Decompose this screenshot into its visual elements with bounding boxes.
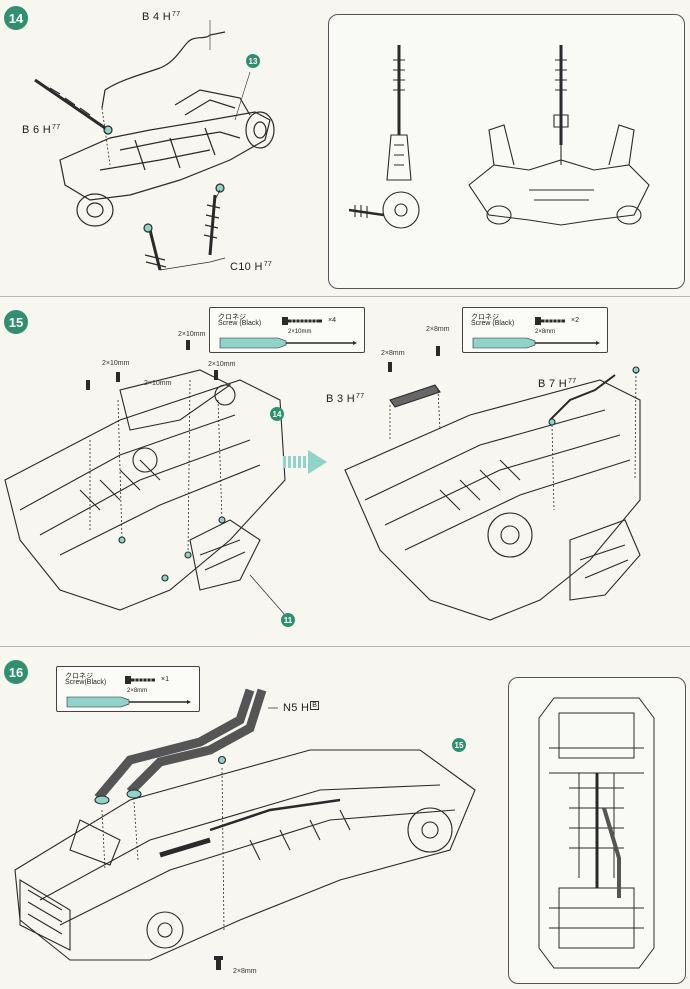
screw-size-label: 2×10mm: [208, 361, 236, 368]
ref-step-14-badge: 14: [270, 407, 284, 421]
step-16-underside-drawing: [538, 697, 655, 969]
step-14-badge: 14: [4, 6, 28, 30]
screw-size-label: 2×10mm: [102, 360, 130, 367]
screw-icon: [535, 317, 565, 325]
screw-box-jp-label: クロネジ: [218, 314, 246, 321]
divider-15-16: [0, 646, 690, 647]
ref-step-13-badge: 13: [246, 54, 260, 68]
part-label-b6: B 6 H77: [22, 124, 61, 136]
step-15-chassis-result-drawing: [344, 346, 641, 621]
step-15-chassis-install-drawing: [4, 340, 286, 616]
screw-size-label: 2×10mm: [144, 380, 172, 387]
screw-box-step-16: クロネジ Screw(Black) ×1 2×8mm: [56, 666, 200, 712]
next-arrow-icon: [283, 450, 327, 474]
screw-icon: [125, 676, 155, 684]
screw-size: 2×8mm: [535, 329, 556, 335]
screw-box-jp-label: クロネジ: [65, 673, 93, 680]
part-label-b7: B 7 H77: [538, 378, 577, 390]
screw-icon: [282, 317, 322, 325]
screw-size: 2×8mm: [127, 688, 148, 694]
screw-box-en-label: Screw(Black): [65, 679, 107, 686]
divider-14-15: [0, 296, 690, 297]
screw-quantity: ×1: [161, 676, 169, 683]
ref-step-11-badge: 11: [281, 613, 295, 627]
step-16-exhaust-install-drawing: [14, 688, 476, 970]
screw-size: 2×10mm: [288, 329, 312, 335]
part-label-b4: B 4 H77: [142, 11, 181, 23]
part-label-b3: B 3 H77: [326, 393, 365, 405]
screw-size-label: 2×8mm: [233, 968, 257, 975]
step-15-badge: 15: [4, 310, 28, 334]
screw-size-label: 2×8mm: [426, 326, 450, 333]
step-14-detail-drawing: [348, 45, 650, 229]
screwdriver-icon: [472, 337, 600, 349]
screw-box-step-15-a: クロネジ Screw (Black) ×4 2×10mm: [209, 307, 365, 353]
screw-box-jp-label: クロネジ: [471, 314, 499, 321]
screw-size-label: 2×8mm: [381, 350, 405, 357]
screw-size-label: 2×10mm: [178, 331, 206, 338]
screw-box-step-15-b: クロネジ Screw (Black) ×2 2×8mm: [462, 307, 608, 353]
screw-box-en-label: Screw (Black): [218, 320, 262, 327]
screw-quantity: ×2: [571, 317, 579, 324]
screwdriver-icon: [219, 337, 357, 349]
step-16-badge: 16: [4, 660, 28, 684]
step-14-detail-panel: [328, 14, 685, 289]
ref-step-15-badge: 15: [452, 738, 466, 752]
screwdriver-icon: [66, 696, 191, 708]
screw-box-en-label: Screw (Black): [471, 320, 515, 327]
step-16-underside-panel: [508, 677, 686, 984]
part-label-c10: C10 H77: [230, 261, 273, 273]
screw-quantity: ×4: [328, 317, 336, 324]
step-14-front-suspension-drawing: [34, 20, 275, 271]
